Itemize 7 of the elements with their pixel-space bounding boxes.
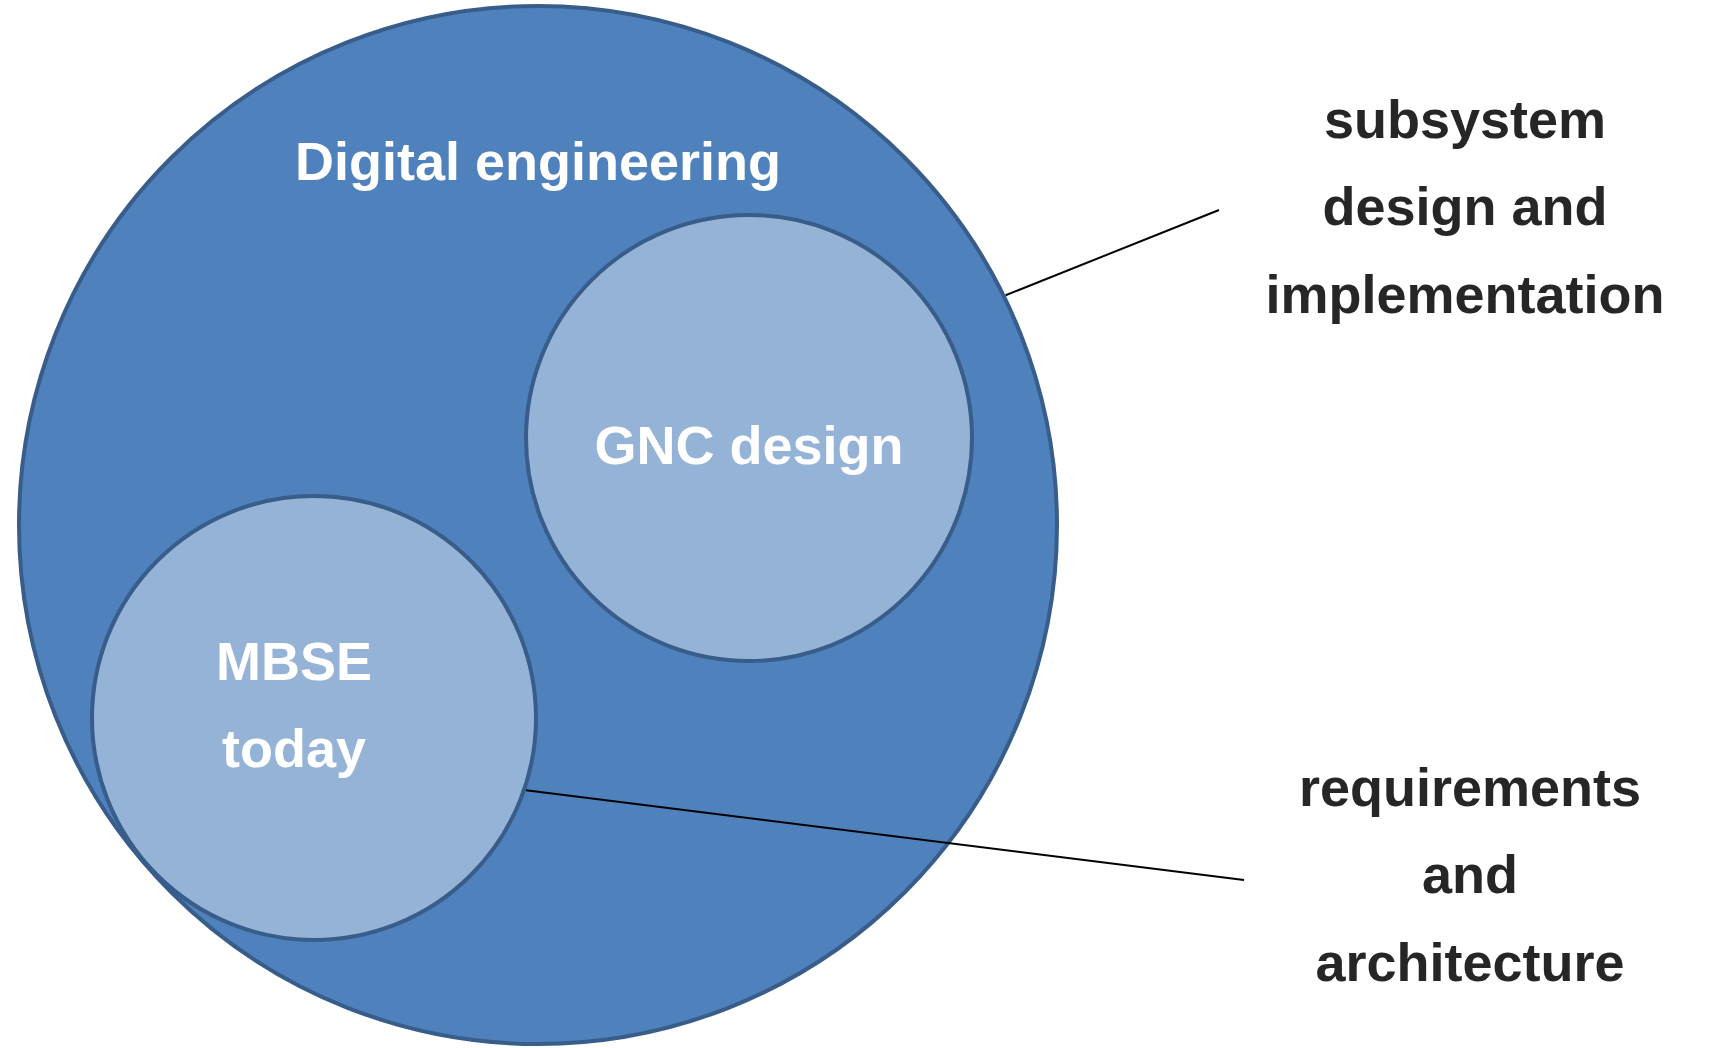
annotation-text: requirements and architecture <box>1297 756 1643 994</box>
leader-line <box>525 789 1245 881</box>
leader-line <box>1004 209 1220 297</box>
annotation-text: subsystem design and implementation <box>1264 88 1666 326</box>
circle-label: Digital engineering <box>293 130 783 193</box>
circle-label: GNC design <box>593 414 905 477</box>
circle-label: MBSE today <box>215 630 373 781</box>
